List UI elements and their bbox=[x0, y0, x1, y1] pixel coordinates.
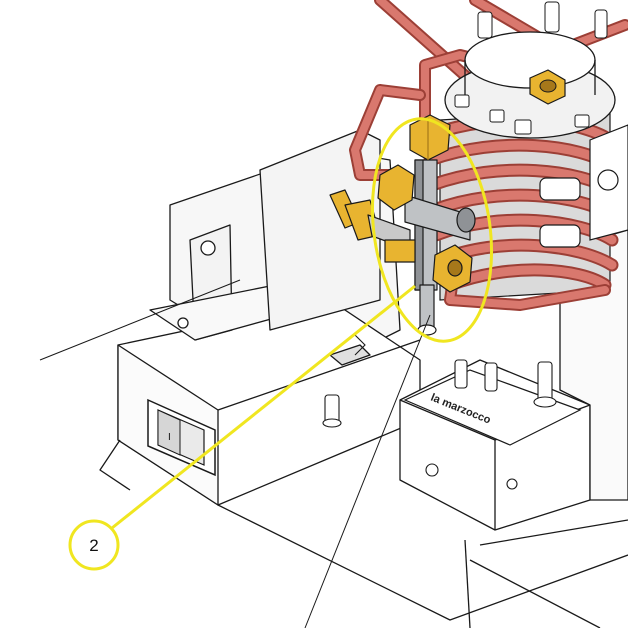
tee-fitting-assembly bbox=[329, 114, 476, 336]
highlight-ellipse bbox=[370, 117, 494, 343]
power-switch: I bbox=[147, 398, 216, 477]
leader-lines bbox=[39, 279, 431, 628]
callout-number: 2 bbox=[89, 536, 98, 555]
switch-symbol: I bbox=[168, 432, 171, 443]
callout-circle bbox=[68, 519, 120, 571]
lid-brass-nut bbox=[529, 69, 566, 105]
highlight-callout: 2 bbox=[68, 117, 494, 571]
callout-leader-line bbox=[111, 284, 416, 530]
